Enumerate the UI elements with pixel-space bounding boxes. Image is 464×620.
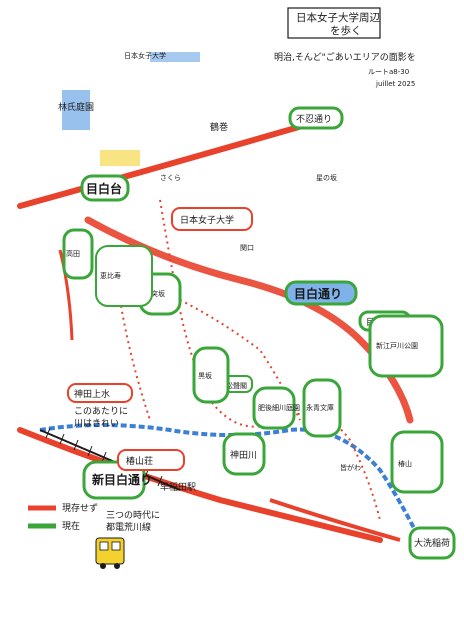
label-nihon-joshi-daigaku: 日本女子大学 <box>171 207 253 231</box>
label-takada: 高田 <box>62 228 94 280</box>
streetcar-illustration <box>95 537 125 569</box>
label-fudo-dori: 不忍通り <box>288 106 344 130</box>
svg-text:目白通り: 目白通り <box>294 286 342 301</box>
note-trip: 三つの時代に <box>106 510 160 521</box>
svg-text:椿山荘: 椿山荘 <box>126 455 153 467</box>
label-hosokawa: 肥後細川庭園 <box>252 386 300 430</box>
label-kanda-river: 神田川 <box>222 432 266 476</box>
title-line-1: 日本女子大学周辺 <box>296 11 380 24</box>
label-kanda-jousui: 神田上水 <box>67 383 133 403</box>
svg-text:不忍通り: 不忍通り <box>296 114 332 125</box>
svg-text:肥後細川庭園: 肥後細川庭園 <box>258 403 300 412</box>
svg-text:神田川: 神田川 <box>230 449 257 461</box>
svg-text:高田: 高田 <box>66 249 80 258</box>
sakura-label: さくら <box>160 174 181 182</box>
svg-text:恵比寿: 恵比寿 <box>100 271 121 280</box>
svg-text:永青文庫: 永青文庫 <box>306 403 334 412</box>
nihon-joshi-sub-label: 日本女子大学 <box>124 51 166 60</box>
svg-text:椿山: 椿山 <box>398 459 412 468</box>
svg-text:日本女子大学: 日本女子大学 <box>180 214 234 226</box>
minagawa-label: 皆がわ <box>340 463 361 472</box>
svg-text:新目白通り: 新目白通り <box>92 472 152 487</box>
label-chinzanso: 椿山荘 <box>117 449 185 471</box>
note-trip-2: 都電荒川線 <box>106 521 151 533</box>
legend-old-label: 現存せず <box>62 502 98 514</box>
title-block: 日本女子大学周辺 を歩く 明治,そんど"ごあいエリアの面影を ルートa8-30 … <box>274 7 416 88</box>
label-shin-edogawa: 新江戸川公園 <box>368 314 444 378</box>
label-mejirodai: 目白台 <box>80 174 130 202</box>
label-eisei: 永青文庫 <box>302 378 342 438</box>
svg-text:神田上水: 神田上水 <box>74 388 110 400</box>
title-line-3: 明治,そんど"ごあいエリアの面影を <box>274 51 416 63</box>
svg-text:大洗稲荷: 大洗稲荷 <box>414 537 450 549</box>
label-tsubaki: 椿山 <box>390 430 444 494</box>
kanda-river <box>39 423 422 541</box>
old-building-highlights <box>62 52 200 166</box>
sekiguchi-label: 関口 <box>240 244 254 252</box>
old-roads <box>17 115 414 543</box>
svg-text:胸突坂: 胸突坂 <box>144 289 165 298</box>
note-old-2: 川はきれい <box>74 418 119 429</box>
walking-route <box>119 199 381 521</box>
title-line-4: ルートa8-30 <box>368 68 409 76</box>
title-line-5: juillet 2025 <box>375 80 415 88</box>
note-old: このあたりに <box>74 406 128 417</box>
label-ebisu: 恵比寿 <box>95 245 153 307</box>
legend: 現存せず 現在 <box>28 502 98 532</box>
hayashi-label: 林氏庭園 <box>58 101 94 113</box>
label-kurobei: 黒坂 <box>192 346 230 404</box>
current-landmarks: 不忍通り 目白台 日本女子大学 目白通り 目白通 新目白通り 神田上水 神田川 <box>62 106 456 560</box>
legend-current-label: 現在 <box>62 520 80 532</box>
svg-text:目白台: 目白台 <box>86 181 122 196</box>
annotations: このあたりに 川はきれい 三つの時代に 都電荒川線 早稲田駅 林氏庭園 鶴巻 星… <box>58 51 361 533</box>
title-line-2: を歩く <box>330 24 362 37</box>
svg-text:新江戸川公園: 新江戸川公園 <box>376 341 418 350</box>
label-daisen: 大洗稲荷 <box>408 526 456 560</box>
svg-text:黒坂: 黒坂 <box>198 371 212 380</box>
hoshi-label: 星の坂 <box>316 173 337 182</box>
station-label: 早稲田駅 <box>160 481 196 493</box>
label-mejiro-dori: 目白通り <box>284 280 358 306</box>
tsukiji-label: 鶴巻 <box>210 121 228 133</box>
svg-text:松聲閣: 松聲閣 <box>226 381 247 390</box>
